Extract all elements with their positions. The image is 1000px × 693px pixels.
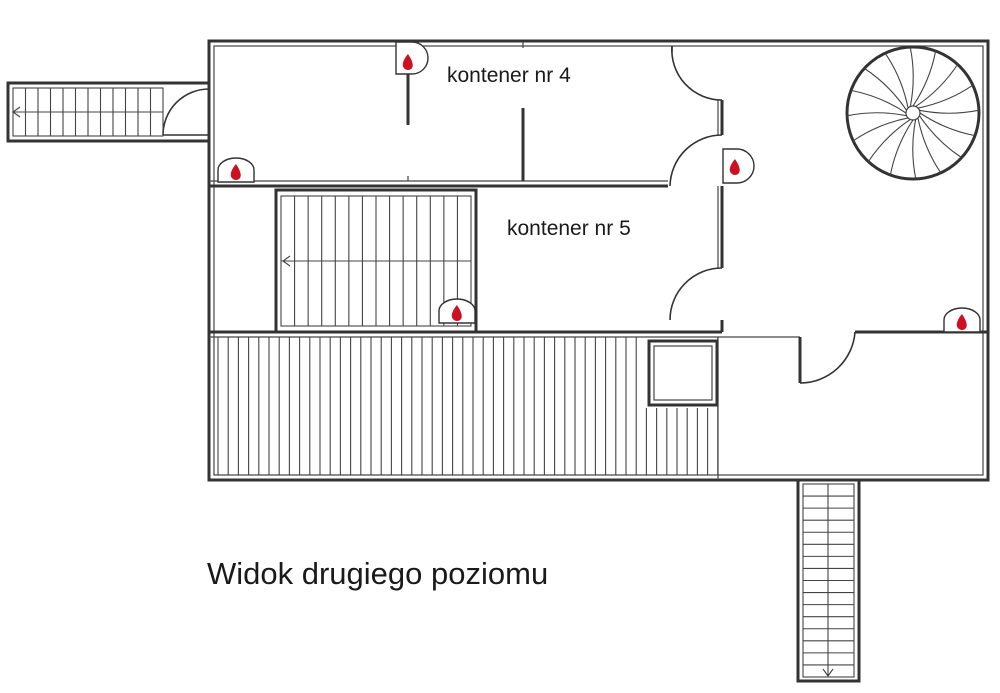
fire-extinguisher-icon xyxy=(217,157,255,183)
fire-extinguisher-icon xyxy=(943,307,981,333)
outer-walls xyxy=(207,39,990,482)
interior-stair xyxy=(280,195,472,327)
room-label-container-4: kontener nr 4 xyxy=(447,64,571,87)
roof-hatch xyxy=(647,339,719,407)
bottom-exterior-stair xyxy=(796,478,861,683)
fire-extinguisher-icon xyxy=(438,298,476,324)
corridor-walls xyxy=(669,45,724,332)
plan-title: Widok drugiego poziomu xyxy=(207,556,548,591)
fire-extinguisher-icon xyxy=(395,41,429,75)
left-exterior-stair xyxy=(6,81,211,143)
spiral-stair xyxy=(845,45,981,181)
room-label-container-5: kontener nr 5 xyxy=(507,217,631,240)
terrace-decking xyxy=(217,337,719,480)
fire-extinguisher-icon xyxy=(722,148,755,184)
container-4-walls xyxy=(162,42,668,188)
container-5-walls xyxy=(209,188,988,384)
